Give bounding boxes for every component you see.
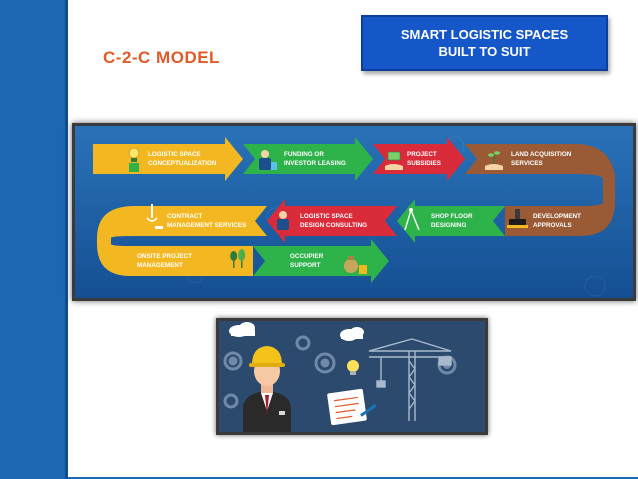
step-arrow (505, 202, 615, 236)
step-2-line-2: INVESTOR LEASING (284, 160, 346, 167)
bottom-rule (68, 477, 638, 479)
step-arrow (267, 199, 397, 243)
plant-hand-icon (485, 151, 503, 170)
step-1-line-1: LOGISTIC SPACE (148, 151, 201, 158)
lightbulb-icon (347, 360, 359, 375)
cloud-icon (340, 327, 364, 341)
step-8-line-2: MANAGEMENT SERVICES (167, 222, 246, 229)
flow-step-10: OCCUPIER SUPPORT (253, 239, 389, 283)
engineer-illustration-svg (219, 321, 485, 432)
investor-icon (259, 150, 277, 170)
step-9-line-1: ONSITE PROJECT (137, 253, 192, 260)
money-hand-icon (385, 151, 403, 170)
crane-icon (146, 204, 163, 229)
flow-step-1: LOGISTIC SPACE CONCEPTUALIZATION (93, 137, 243, 181)
flow-step-9: ONSITE PROJECT MANAGEMENT (97, 244, 253, 276)
step-10-line-2: SUPPORT (290, 262, 321, 269)
gear-icon (223, 351, 243, 371)
step-1-line-2: CONCEPTUALIZATION (148, 160, 217, 167)
step-10-line-1: OCCUPIER (290, 253, 324, 260)
step-4-line-1: LAND ACQUISITION (511, 151, 572, 158)
gear-icon (295, 335, 311, 351)
architect-icon (277, 211, 289, 230)
cloud-icon (229, 322, 255, 337)
gear-icon (223, 393, 239, 409)
flow-step-6: SHOP FLOOR DESIGNING (397, 199, 505, 243)
blueprint-icon (327, 388, 377, 426)
engineer-avatar-icon (243, 346, 291, 432)
flow-step-2: FUNDING OR INVESTOR LEASING (243, 137, 373, 181)
step-arrow (97, 244, 253, 276)
flow-step-4: LAND ACQUISITION SERVICES (465, 144, 615, 204)
side-accent-stripe (65, 0, 68, 479)
flow-step-3: PROJECT SUBSIDIES (373, 137, 465, 181)
step-7-line-1: LOGISTIC SPACE (300, 213, 353, 220)
step-6-line-1: SHOP FLOOR (431, 213, 473, 220)
step-8-line-1: CONTRACT (167, 213, 202, 220)
step-9-line-2: MANAGEMENT (137, 262, 183, 269)
step-arrow (397, 199, 505, 243)
engineer-illustration (216, 318, 488, 435)
flow-step-7: LOGISTIC SPACE DESIGN CONSULTING (267, 199, 397, 243)
step-2-line-1: FUNDING OR (284, 151, 324, 158)
step-3-line-2: SUBSIDIES (407, 160, 441, 167)
process-flow-diagram: LOGISTIC SPACE CONCEPTUALIZATION FUNDING… (72, 123, 636, 301)
headline-badge: SMART LOGISTIC SPACES BUILT TO SUIT (361, 15, 608, 71)
step-arrow (465, 144, 615, 204)
stamp-icon (507, 209, 528, 228)
trees-icon (230, 249, 246, 268)
gear-icon (314, 352, 336, 374)
step-arrow (97, 206, 267, 246)
step-4-line-2: SERVICES (511, 160, 543, 167)
drafting-compass-icon (404, 208, 420, 231)
step-6-line-2: DESIGNING (431, 222, 466, 229)
tower-crane-icon (368, 338, 452, 421)
badge-line-2: BUILT TO SUIT (438, 44, 531, 59)
flow-step-8: CONTRACT MANAGEMENT SERVICES (97, 204, 267, 246)
step-7-line-2: DESIGN CONSULTING (300, 222, 367, 229)
badge-line-1: SMART LOGISTIC SPACES (400, 27, 569, 42)
side-accent-bar (0, 0, 68, 479)
step-3-line-1: PROJECT (407, 151, 437, 158)
money-bag-icon (344, 256, 367, 274)
step-5-line-1: DEVELOPMENT (533, 213, 581, 220)
slide-title: C-2-C MODEL (103, 48, 220, 67)
flow-step-5: DEVELOPMENT APPROVALS (505, 202, 615, 236)
process-flow-svg: LOGISTIC SPACE CONCEPTUALIZATION FUNDING… (75, 126, 633, 298)
step-5-line-2: APPROVALS (533, 222, 572, 229)
lightbulb-icon (128, 147, 140, 172)
step-arrow (253, 239, 389, 283)
